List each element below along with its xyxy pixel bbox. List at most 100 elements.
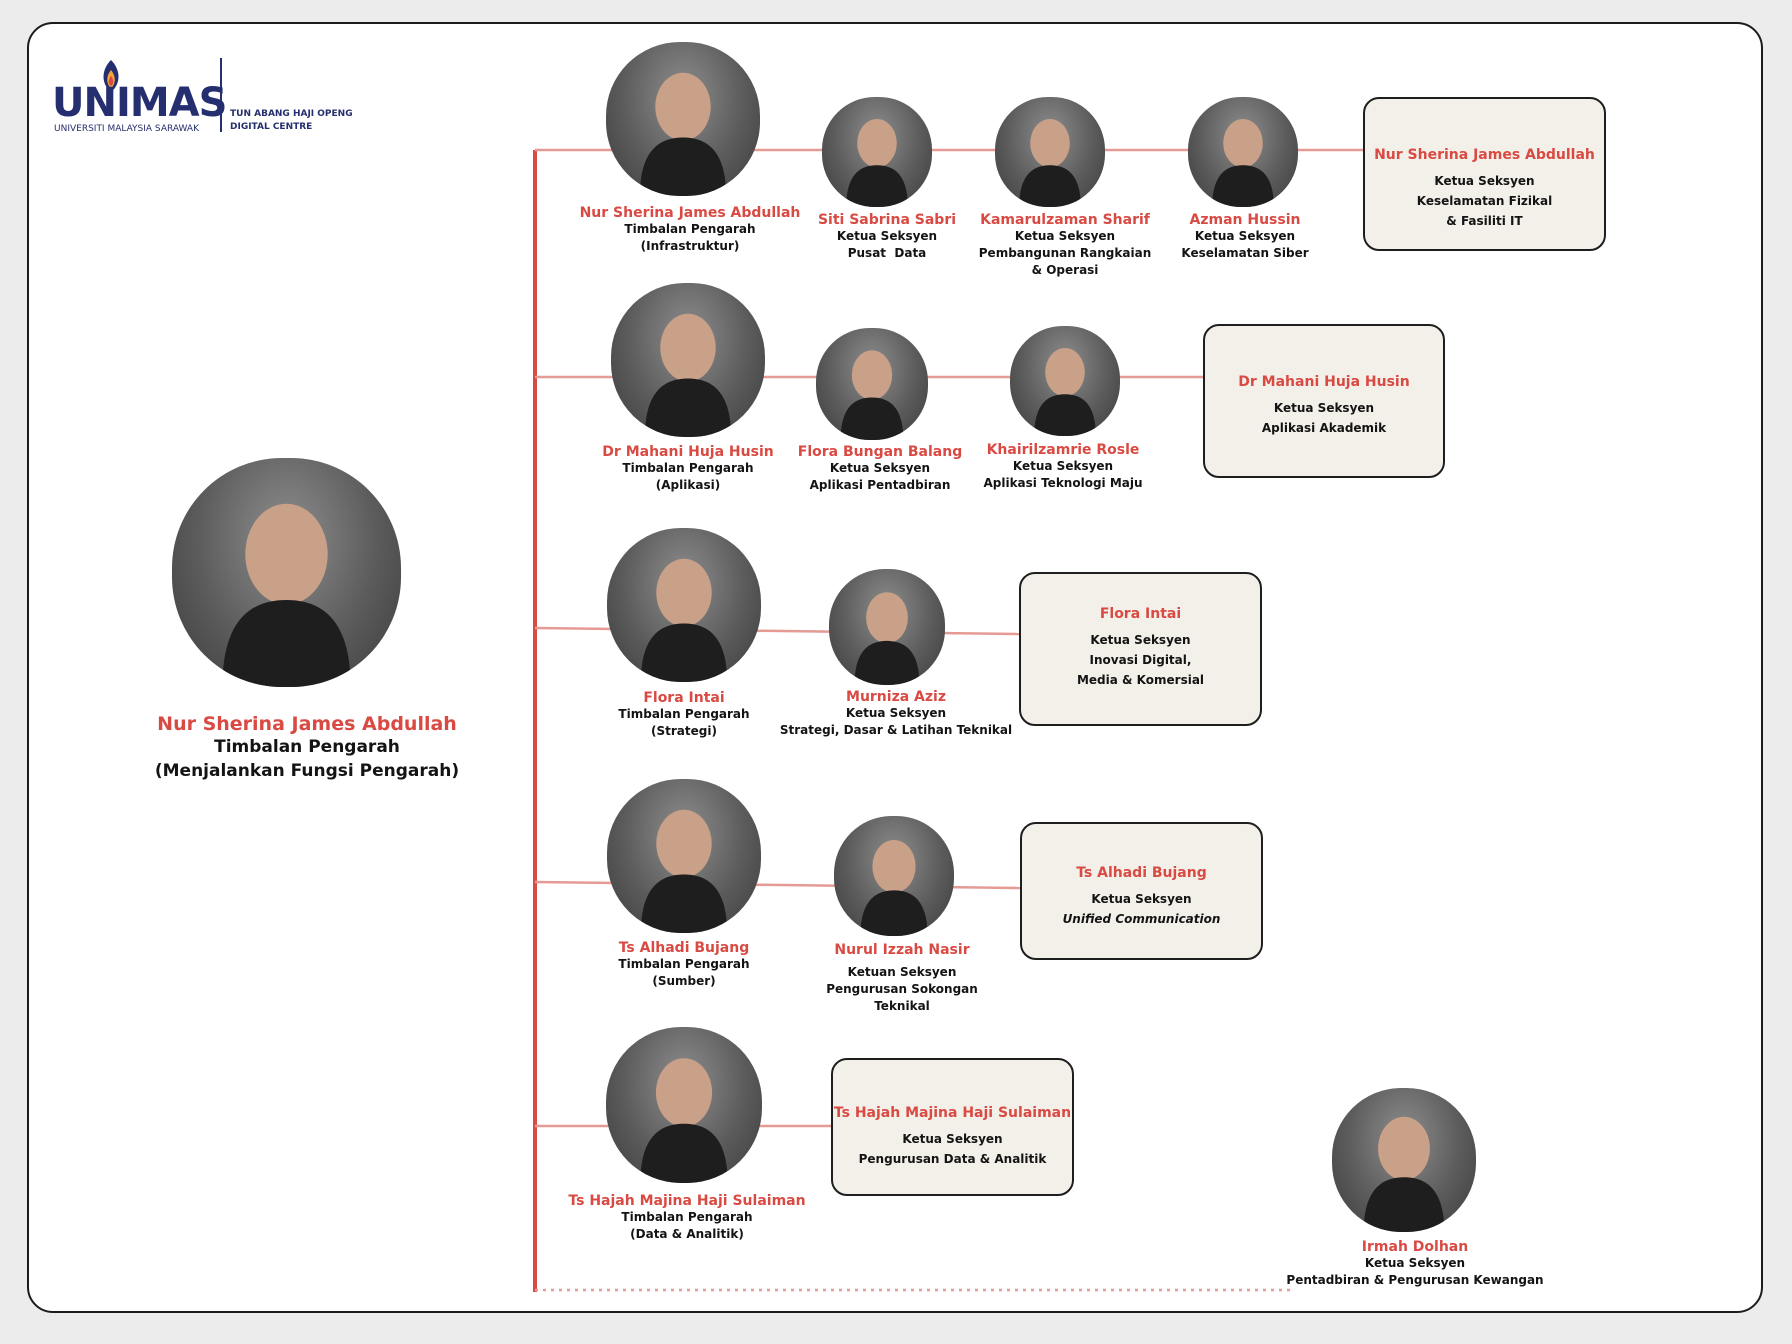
person-name: Murniza Aziz <box>846 689 946 705</box>
person-title: Ketua Seksyen <box>1090 633 1191 647</box>
person-unit: Unified Communication <box>1062 912 1221 926</box>
logo-divider <box>220 58 222 132</box>
person-unit: Aplikasi Teknologi Maju <box>983 476 1143 490</box>
director-title-1: Timbalan Pengarah <box>214 737 400 757</box>
deputy-aplikasi-label: Dr Mahani Huja Husin Timbalan Pengarah (… <box>602 444 773 494</box>
person-unit: (Strategi) <box>651 724 717 738</box>
section-box-unified-communication: Ts Alhadi Bujang Ketua Seksyen Unified C… <box>1020 822 1263 960</box>
person-title: Timbalan Pengarah <box>624 222 756 236</box>
director-photo <box>172 458 401 687</box>
head-keselamatan-siber-label: Azman Hussin Ketua Seksyen Keselamatan S… <box>1181 212 1308 262</box>
head-strategi-photo <box>829 569 945 685</box>
head-pusat-data-photo <box>822 97 932 207</box>
person-name: Ts Hajah Majina Haji Sulaiman <box>568 1193 806 1209</box>
head-aplikasi-pentadbiran-label: Flora Bungan Balang Ketua Seksyen Aplika… <box>798 444 962 494</box>
person-name: Ts Alhadi Bujang <box>1076 865 1207 881</box>
logo-word: UNIMAS <box>52 80 227 126</box>
person-name: Ts Alhadi Bujang <box>618 940 750 956</box>
section-box-data-analitik: Ts Hajah Majina Haji Sulaiman Ketua Seks… <box>831 1058 1074 1196</box>
person-unit: Aplikasi Akademik <box>1261 421 1387 435</box>
person-title: Ketua Seksyen <box>829 461 931 475</box>
person-title: Timbalan Pengarah <box>622 461 754 475</box>
person-unit: Pentadbiran & Pengurusan Kewangan <box>1286 1273 1544 1287</box>
person-unit-2: & Operasi <box>1031 263 1099 277</box>
logo-centre-line-2: DIGITAL CENTRE <box>230 122 313 132</box>
person-title: Ketua Seksyen <box>1273 401 1375 415</box>
director-label: Nur Sherina James Abdullah Timbalan Peng… <box>155 713 459 783</box>
deputy-data-analitik-photo <box>606 1027 762 1183</box>
person-name: Siti Sabrina Sabri <box>817 212 957 228</box>
person-unit: (Data & Analitik) <box>630 1227 744 1241</box>
person-name: Nur Sherina James Abdullah <box>1374 147 1595 163</box>
deputy-sumber-label: Ts Alhadi Bujang Timbalan Pengarah (Sumb… <box>618 940 749 990</box>
person-title: Ketua Seksyen <box>1091 892 1192 906</box>
person-title: Ketua Seksyen <box>836 229 938 243</box>
deputy-infrastruktur-photo <box>606 42 760 196</box>
person-unit: Strategi, Dasar & Latihan Teknikal <box>779 723 1013 737</box>
head-rangkaian-photo <box>995 97 1105 207</box>
logo-subtitle: UNIVERSITI MALAYSIA SARAWAK <box>54 124 199 134</box>
logo-centre-name: TUN ABANG HAJI OPENG DIGITAL CENTRE <box>230 108 353 134</box>
person-title: Ketua Seksyen <box>902 1132 1003 1146</box>
person-name: Azman Hussin <box>1189 212 1301 228</box>
person-unit: Pusat Data <box>847 246 927 260</box>
person-unit: Keselamatan Fizikal <box>1416 194 1553 208</box>
head-strategi-label: Murniza Aziz Ketua Seksyen Strategi, Das… <box>780 689 1012 739</box>
person-unit: (Aplikasi) <box>655 478 721 492</box>
section-box-keselamatan-fizikal: Nur Sherina James Abdullah Ketua Seksyen… <box>1363 97 1606 251</box>
person-name: Ts Hajah Majina Haji Sulaiman <box>833 1105 1072 1121</box>
section-box-aplikasi-akademik: Dr Mahani Huja Husin Ketua Seksyen Aplik… <box>1203 324 1445 478</box>
head-sokongan-teknikal-label: Nurul Izzah Nasir Ketuan Seksyen Penguru… <box>826 942 978 1015</box>
person-title: Ketuan Seksyen <box>847 965 957 979</box>
person-title: Timbalan Pengarah <box>621 1210 753 1224</box>
section-box-inovasi-digital: Flora Intai Ketua Seksyen Inovasi Digita… <box>1019 572 1262 726</box>
person-name: Irmah Dolhan <box>1361 1239 1469 1255</box>
person-name: Dr Mahani Huja Husin <box>602 444 774 460</box>
person-name: Kamarulzaman Sharif <box>980 212 1150 228</box>
deputy-strategi-photo <box>607 528 761 682</box>
head-pentadbiran-label: Irmah Dolhan Ketua Seksyen Pentadbiran &… <box>1286 1239 1543 1289</box>
head-aplikasi-teknologi-label: Khairilzamrie Rosle Ketua Seksyen Aplika… <box>983 442 1142 492</box>
head-sokongan-teknikal-photo <box>834 816 954 936</box>
person-unit: Pembangunan Rangkaian <box>978 246 1152 260</box>
person-title: Ketua Seksyen <box>1434 174 1535 188</box>
person-name: Nurul Izzah Nasir <box>834 942 970 958</box>
person-name: Flora Intai <box>643 690 725 706</box>
person-title: Ketua Seksyen <box>845 706 947 720</box>
head-keselamatan-siber-photo <box>1188 97 1298 207</box>
person-name: Flora Bungan Balang <box>797 444 963 460</box>
deputy-infrastruktur-label: Nur Sherina James Abdullah Timbalan Peng… <box>580 205 801 255</box>
person-unit: (Sumber) <box>652 974 716 988</box>
person-unit: Aplikasi Pentadbiran <box>809 478 951 492</box>
person-unit-2: Teknikal <box>874 999 930 1013</box>
person-unit: Keselamatan Siber <box>1181 246 1309 260</box>
deputy-sumber-photo <box>607 779 761 933</box>
branch-row-3 <box>534 626 1021 636</box>
deputy-aplikasi-photo <box>611 283 765 437</box>
logo-flame-icon <box>103 60 119 92</box>
person-title: Timbalan Pengarah <box>618 707 750 721</box>
deputy-data-analitik-label: Ts Hajah Majina Haji Sulaiman Timbalan P… <box>568 1193 805 1243</box>
person-title: Ketua Seksyen <box>1364 1256 1466 1270</box>
head-pusat-data-label: Siti Sabrina Sabri Ketua Seksyen Pusat D… <box>818 212 956 262</box>
person-title: Ketua Seksyen <box>1014 229 1116 243</box>
head-aplikasi-pentadbiran-photo <box>816 328 928 440</box>
person-name: Dr Mahani Huja Husin <box>1238 374 1410 390</box>
person-name: Khairilzamrie Rosle <box>986 442 1140 458</box>
person-title: Ketua Seksyen <box>1194 229 1296 243</box>
head-pentadbiran-photo <box>1332 1088 1476 1232</box>
person-unit: Inovasi Digital, <box>1089 653 1192 667</box>
person-unit: (Infrastruktur) <box>640 239 740 253</box>
person-name: Nur Sherina James Abdullah <box>579 205 801 221</box>
director-title-2: (Menjalankan Fungsi Pengarah) <box>154 761 460 781</box>
director-name: Nur Sherina James Abdullah <box>157 713 457 735</box>
logo-centre-line-1: TUN ABANG HAJI OPENG <box>230 109 353 119</box>
deputy-strategi-label: Flora Intai Timbalan Pengarah (Strategi) <box>618 690 749 740</box>
head-aplikasi-teknologi-photo <box>1010 326 1120 436</box>
person-title: Ketua Seksyen <box>1012 459 1114 473</box>
head-rangkaian-label: Kamarulzaman Sharif Ketua Seksyen Pemban… <box>979 212 1151 279</box>
person-unit: Pengurusan Data & Analitik <box>858 1152 1047 1166</box>
person-unit-2: & Fasiliti IT <box>1446 214 1523 228</box>
person-title: Timbalan Pengarah <box>618 957 750 971</box>
person-name: Flora Intai <box>1099 606 1182 622</box>
